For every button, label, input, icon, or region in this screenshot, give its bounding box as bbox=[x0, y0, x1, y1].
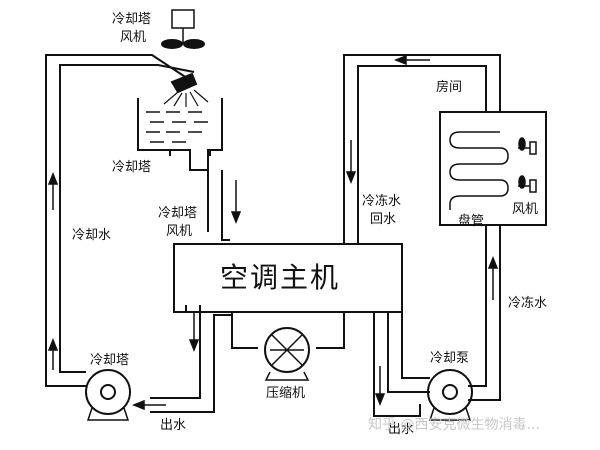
coil bbox=[449, 131, 509, 210]
cooling-water-label: 冷却水 bbox=[72, 228, 112, 243]
compressor-label: 压缩机 bbox=[266, 386, 306, 401]
room-label: 房间 bbox=[436, 80, 463, 95]
main-unit-label: 空调主机 bbox=[220, 261, 341, 294]
main-unit-box bbox=[173, 243, 403, 313]
cooling-water-loop bbox=[45, 54, 232, 413]
chilled-water-label: 冷冻水 bbox=[508, 296, 548, 311]
tower-fan-mid-label-line2: 风机 bbox=[166, 224, 193, 239]
room-fan-icons bbox=[518, 137, 537, 193]
compressor bbox=[231, 312, 345, 381]
tower-fan-mid-label-line1: 冷却塔 bbox=[158, 206, 198, 221]
fan-unit-label: 风机 bbox=[512, 202, 539, 217]
chilled-water-loop bbox=[343, 54, 501, 417]
flow-arrows-left bbox=[47, 171, 242, 411]
cooling-tower-pump bbox=[85, 369, 131, 421]
cooling-pump-label: 冷却泵 bbox=[430, 351, 470, 366]
cooling-tower-tank bbox=[137, 98, 223, 171]
outlet-water-right-label: 出水 bbox=[388, 422, 415, 437]
spray-nozzle bbox=[163, 72, 209, 107]
chilled-return-label-line1: 冷冻水 bbox=[362, 194, 402, 209]
cooling-tower-label: 冷却塔 bbox=[112, 160, 152, 175]
tower-fan-icon bbox=[161, 9, 205, 49]
tower-fan-label-line2: 风机 bbox=[120, 30, 147, 45]
coil-label: 盘管 bbox=[458, 214, 485, 229]
outlet-water-left-label: 出水 bbox=[160, 418, 187, 433]
chilled-return-label-line2: 回水 bbox=[370, 212, 397, 227]
flow-arrows-right bbox=[345, 54, 499, 407]
tower-fan-label-line1: 冷却塔 bbox=[112, 12, 152, 27]
cooling-pump bbox=[427, 369, 473, 421]
watermark-text: 知乎 @西安克微生物消毒... bbox=[368, 417, 540, 433]
cooling-tower-pump-label: 冷却塔 bbox=[90, 353, 130, 368]
room-box bbox=[439, 111, 547, 226]
